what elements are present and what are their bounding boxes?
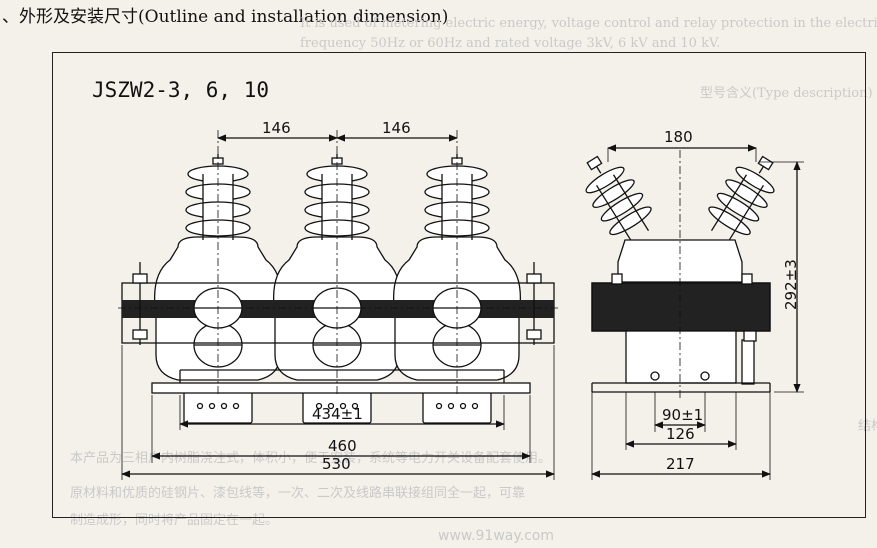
- side-insulator-left: [585, 155, 652, 242]
- side-view: 180 292±3 90±1 126 217: [585, 128, 804, 480]
- side-insulator-right: [708, 155, 775, 242]
- drawing-frame: [52, 52, 866, 518]
- dim-overall: 530: [322, 455, 351, 473]
- background-line-2: frequency 50Hz or 60Hz and rated voltage…: [300, 36, 720, 51]
- section-title: 、外形及安装尺寸(Outline and installation dimens…: [2, 7, 449, 27]
- dim-mount-holes: 434±1: [312, 405, 363, 423]
- watermark: www.91way.com: [438, 528, 554, 544]
- dim-base: 460: [328, 437, 357, 455]
- base-rail: [151, 382, 531, 394]
- background-heading-description: 型号含义(Type description): [700, 85, 873, 101]
- side-dim-overall: 217: [666, 455, 695, 473]
- side-dim-base: 126: [666, 425, 695, 443]
- side-core-band: [591, 282, 771, 332]
- model-label: JSZW2-3, 6, 10: [92, 78, 270, 102]
- side-dim-holes: 90±1: [662, 406, 703, 424]
- side-lower-body: [625, 330, 737, 384]
- side-dim-height: 292±3: [782, 259, 800, 310]
- background-line-1: It is used of metering electric energy, …: [300, 16, 877, 31]
- clamp-bolts: [132, 262, 542, 345]
- dim-spacing-right: 146: [382, 119, 411, 137]
- front-view: 146 146 434±1 460 530: [118, 119, 560, 480]
- side-dim-top: 180: [664, 128, 693, 146]
- background-heading-construction: 结构简介(Construction): [858, 418, 877, 434]
- background-paragraph-b: 原材料和优质的硅钢片、漆包线等，一次、二次及线路串联接组同全一起，可靠: [70, 485, 525, 501]
- dim-spacing-left: 146: [262, 119, 291, 137]
- background-paragraph-c: 制造成形，同时将产品固定在一起。: [70, 513, 278, 528]
